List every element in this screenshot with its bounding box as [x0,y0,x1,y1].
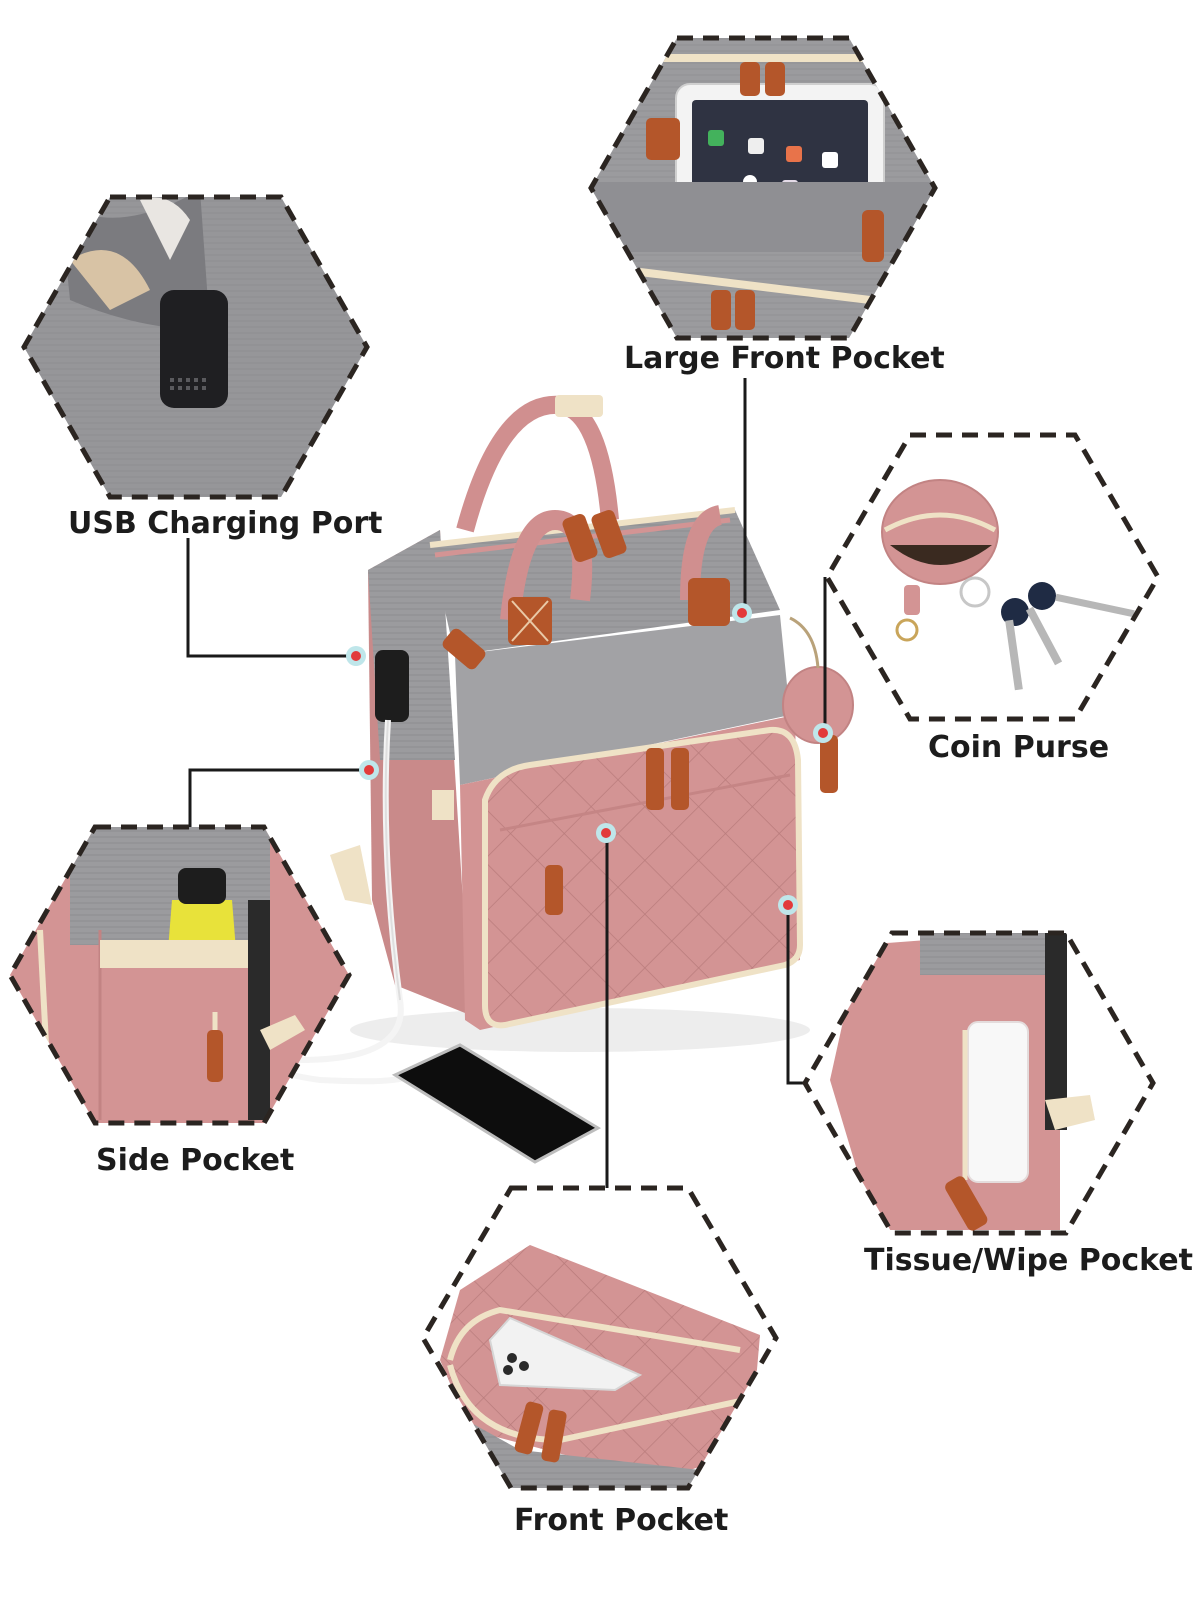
marker-usb-port [346,646,366,666]
leader-lines [186,378,827,1188]
marker-front-pocket [596,823,616,843]
tissue-icon [967,1021,1029,1183]
marker-dots [346,603,833,915]
main-backpack-photo [276,395,854,1164]
umbrella-icon [168,868,236,950]
label-large-front-pocket: Large Front Pocket [624,341,945,376]
marker-tissue-pocket [778,895,798,915]
marker-coin-purse [813,723,833,743]
label-tissue-wipe-pocket: Tissue/Wipe Pocket [864,1243,1193,1278]
hex-coin-purse [824,432,1161,722]
hex-usb-charging-port [21,194,370,500]
hex-front-pocket [420,1185,779,1491]
phone-icon [488,1316,643,1392]
label-front-pocket: Front Pocket [514,1503,729,1538]
marker-large-front-pocket [732,603,752,623]
hex-side-pocket [7,824,352,1126]
marker-side-pocket [359,760,379,780]
hex-tissue-wipe-pocket [802,930,1156,1236]
label-coin-purse: Coin Purse [928,730,1110,765]
label-side-pocket: Side Pocket [96,1143,295,1178]
keys-icon [959,576,1135,691]
phone-icon [391,1043,602,1164]
label-usb-charging-port: USB Charging Port [68,506,383,541]
usb-port-icon [160,290,228,408]
tablet-icon [675,83,885,211]
hex-large-front-pocket [588,35,938,341]
